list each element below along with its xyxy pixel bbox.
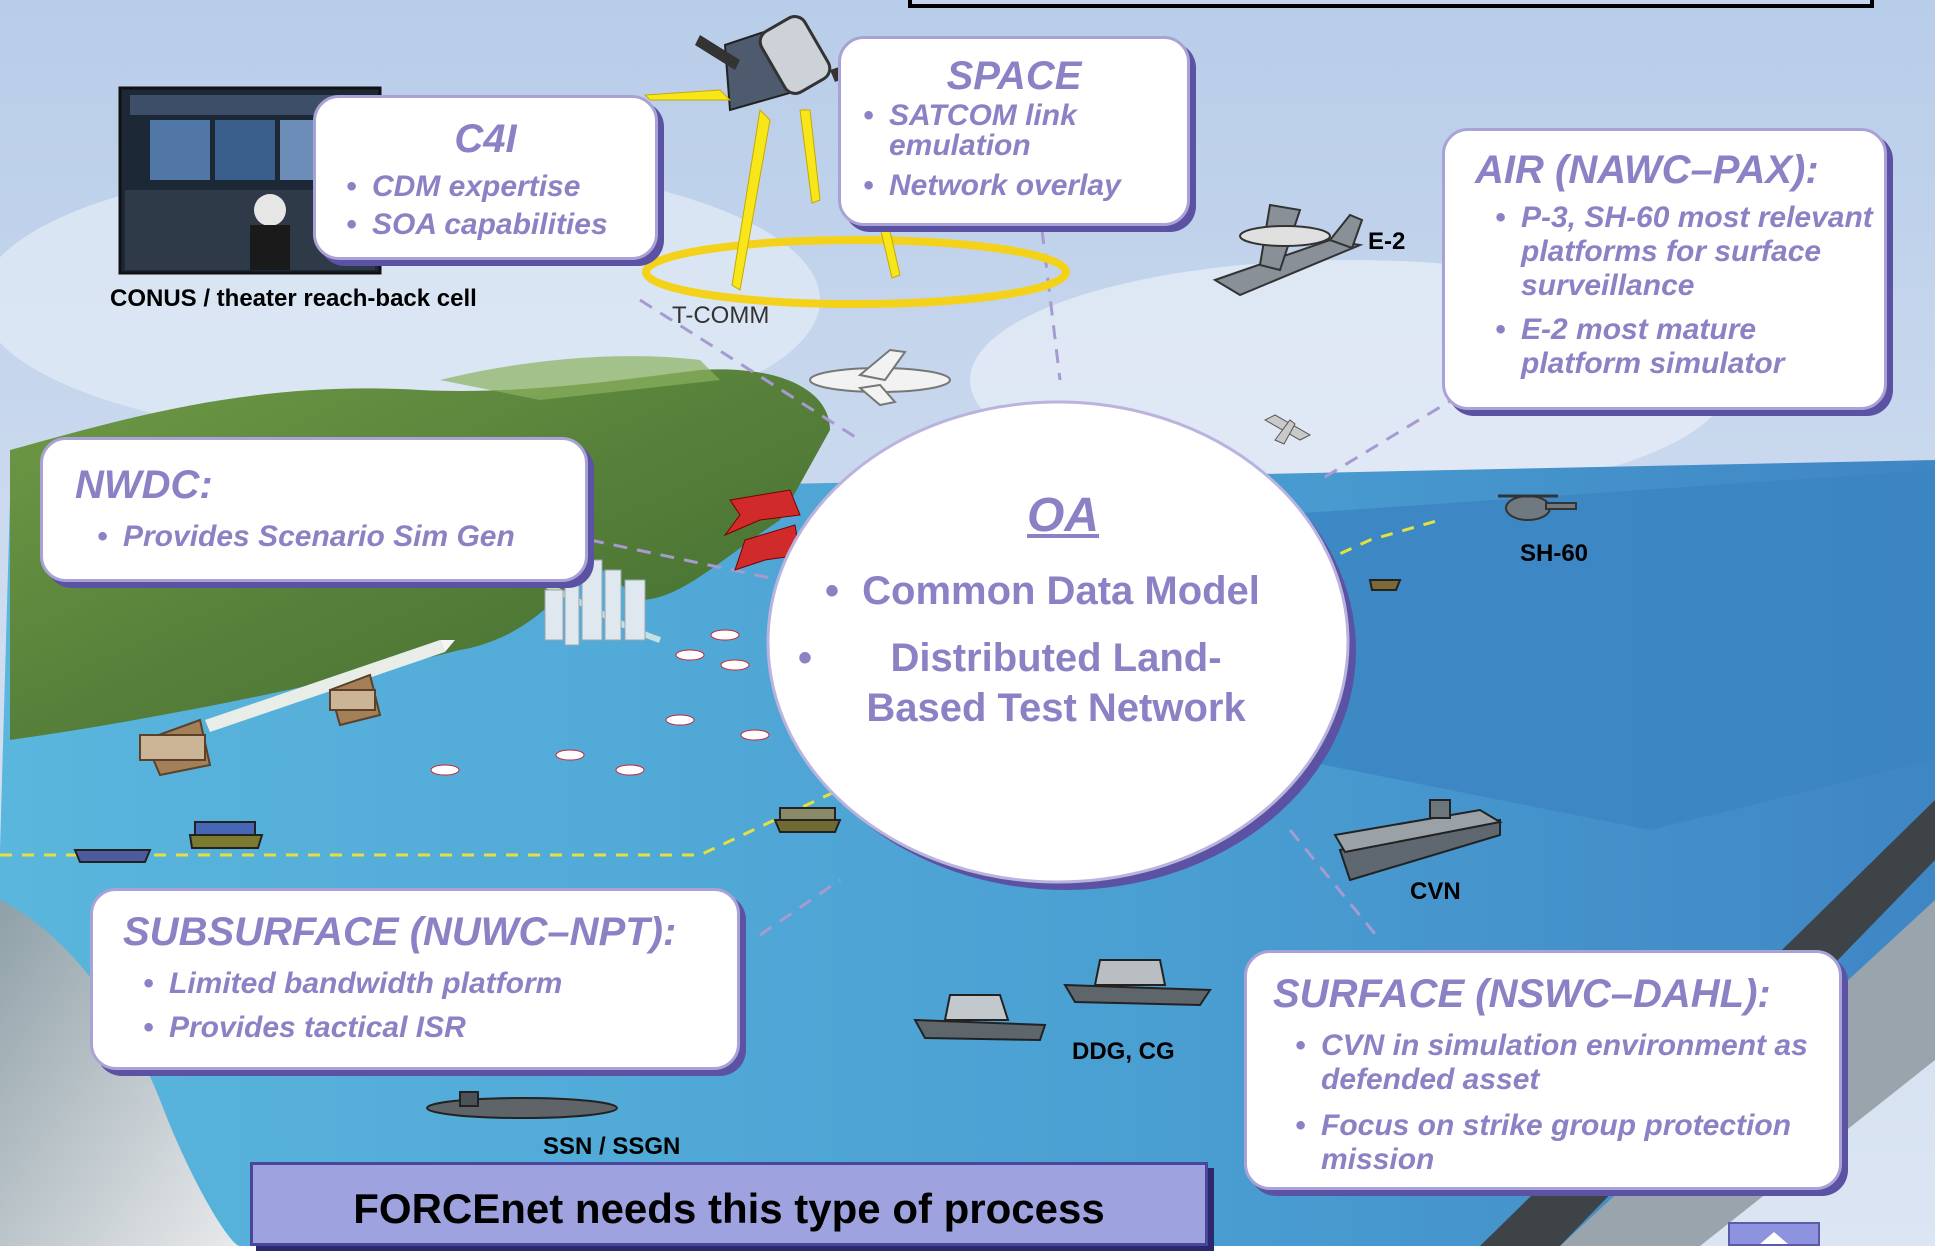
oa-bullet: • bbox=[825, 569, 851, 613]
cvn-label: CVN bbox=[1410, 878, 1461, 905]
radar-icon bbox=[139, 673, 382, 777]
subsurface-callout: SUBSURFACE (NUWC–NPT): Limited bandwidth… bbox=[90, 888, 740, 1070]
c4i-callout: C4I CDM expertise SOA capabilities bbox=[313, 95, 658, 260]
surface-item: Focus on strike group protection mission bbox=[1293, 1109, 1823, 1177]
airliner-icon bbox=[809, 348, 951, 407]
oa-item: • Common Data Model bbox=[825, 566, 1295, 616]
sh60-helicopter-icon bbox=[1498, 494, 1577, 521]
surface-callout: SURFACE (NSWC–DAHL): CVN in simulation e… bbox=[1244, 950, 1842, 1190]
nwdc-title: NWDC: bbox=[75, 463, 213, 507]
oa-item-text: Distributed Land-Based Test Network bbox=[866, 636, 1246, 730]
air-title: AIR (NAWC–PAX): bbox=[1475, 148, 1819, 192]
up-arrow-icon bbox=[1760, 1232, 1788, 1244]
e2-label: E-2 bbox=[1368, 228, 1406, 255]
c4i-item: CDM expertise bbox=[344, 170, 655, 204]
surface-item: CVN in simulation environment as defende… bbox=[1293, 1029, 1823, 1097]
tcomm-label: T-COMM bbox=[672, 302, 770, 329]
nwdc-item: Provides Scenario Sim Gen bbox=[95, 520, 585, 554]
forcenet-banner: FORCEnet needs this type of process bbox=[250, 1162, 1208, 1246]
space-item: Network overlay bbox=[861, 169, 1161, 203]
cargo-ship-icon bbox=[73, 579, 1402, 863]
subsurface-title: SUBSURFACE (NUWC–NPT): bbox=[123, 910, 677, 954]
sh60-label: SH-60 bbox=[1520, 540, 1589, 567]
e2-aircraft-icon bbox=[1212, 203, 1364, 297]
top-title-banner bbox=[908, 0, 1874, 8]
city-icon bbox=[544, 559, 646, 646]
subsurface-item: Provides tactical ISR bbox=[141, 1011, 737, 1045]
air-item: P-3, SH-60 most relevant platforms for s… bbox=[1493, 201, 1873, 303]
oa-item-text: Common Data Model bbox=[862, 569, 1260, 613]
c4i-title: C4I bbox=[454, 117, 517, 161]
small-aircraft-icon bbox=[1263, 414, 1312, 445]
space-title: SPACE bbox=[946, 54, 1082, 98]
surface-title: SURFACE (NSWC–DAHL): bbox=[1273, 972, 1771, 1016]
air-item: E-2 most mature platform simulator bbox=[1493, 313, 1873, 381]
conus-label: CONUS / theater reach-back cell bbox=[110, 285, 477, 312]
space-item: SATCOM link emulation bbox=[861, 101, 1161, 161]
space-callout: SPACE SATCOM link emulation Network over… bbox=[838, 36, 1190, 226]
fighter-aircraft-icon bbox=[723, 489, 801, 571]
cvn-carrier-icon bbox=[1333, 799, 1503, 882]
oa-bullet: • bbox=[798, 636, 813, 680]
c4i-item: SOA capabilities bbox=[344, 208, 655, 242]
ssn-label: SSN / SSGN bbox=[543, 1133, 681, 1160]
destroyer-icon bbox=[913, 959, 1212, 1042]
ddg-label: DDG, CG bbox=[1072, 1038, 1175, 1065]
air-callout: AIR (NAWC–PAX): P-3, SH-60 most relevant… bbox=[1442, 128, 1887, 410]
boat-icon bbox=[430, 629, 770, 776]
submarine-icon bbox=[426, 1091, 618, 1119]
forcenet-banner-text: FORCEnet needs this type of process bbox=[353, 1185, 1105, 1232]
nwdc-callout: NWDC: Provides Scenario Sim Gen bbox=[40, 437, 588, 582]
missile-icon bbox=[205, 640, 455, 732]
subsurface-item: Limited bandwidth platform bbox=[141, 967, 737, 1001]
oa-item: • Distributed Land-Based Test Network bbox=[798, 633, 1318, 733]
oa-title: OA bbox=[1027, 489, 1099, 542]
navigation-button[interactable] bbox=[1728, 1222, 1820, 1246]
